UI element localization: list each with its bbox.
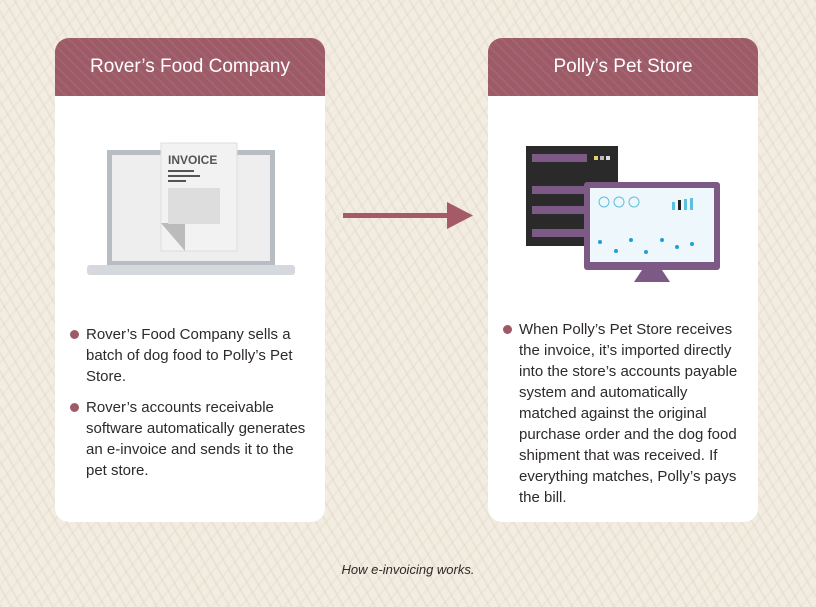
bullet-item: When Polly’s Pet Store receives the invo… [502,319,748,508]
bullet-item: Rover’s Food Company sells a batch of do… [69,324,315,387]
card-title: Rover’s Food Company [55,38,325,96]
bullet-list: When Polly’s Pet Store receives the invo… [502,319,748,518]
arrow-right-icon [343,202,473,229]
bullet-list: Rover’s Food Company sells a batch of do… [69,324,315,491]
laptop-invoice-illustration: INVOICE [87,142,295,275]
server-monitor-illustration [526,146,720,282]
card-title: Polly’s Pet Store [488,38,758,96]
rovers-food-company-card: Rover’s Food Company INVOICE Rover’s Foo… [55,38,325,522]
figure-caption: How e-invoicing works. [341,562,475,577]
pollys-pet-store-card: Polly’s Pet Store When Polly’s Pet Store… [488,38,758,522]
bullet-item: Rover’s accounts receivable software aut… [69,397,315,481]
invoice-label: INVOICE [168,153,217,167]
